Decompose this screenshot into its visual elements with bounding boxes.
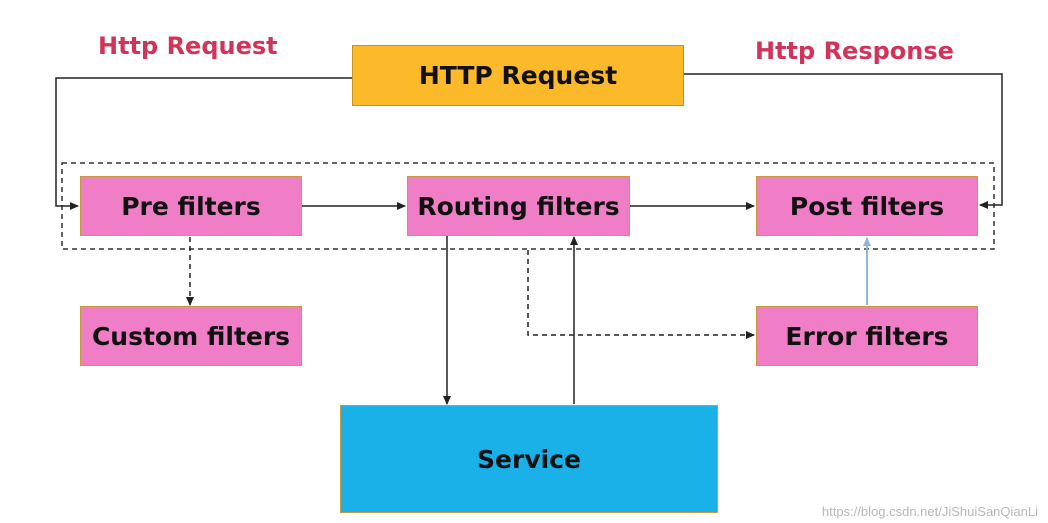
routing-to-error-arrow xyxy=(527,250,755,339)
request-to-post-connector xyxy=(684,73,1003,209)
http-request-label: Http Request xyxy=(98,32,278,60)
error-filters-node: Error filters xyxy=(756,306,978,366)
http-response-label: Http Response xyxy=(755,37,954,65)
custom-filters-node: Custom filters xyxy=(80,306,302,366)
post-filters-node: Post filters xyxy=(756,176,978,236)
request-to-pre-connector xyxy=(55,77,352,210)
service-node: Service xyxy=(340,405,718,513)
routing-filters-node: Routing filters xyxy=(407,176,630,236)
http-request-node: HTTP Request xyxy=(352,45,684,106)
watermark-text: https://blog.csdn.net/JiShuiSanQianLi xyxy=(821,504,1038,519)
pre-filters-node: Pre filters xyxy=(80,176,302,236)
